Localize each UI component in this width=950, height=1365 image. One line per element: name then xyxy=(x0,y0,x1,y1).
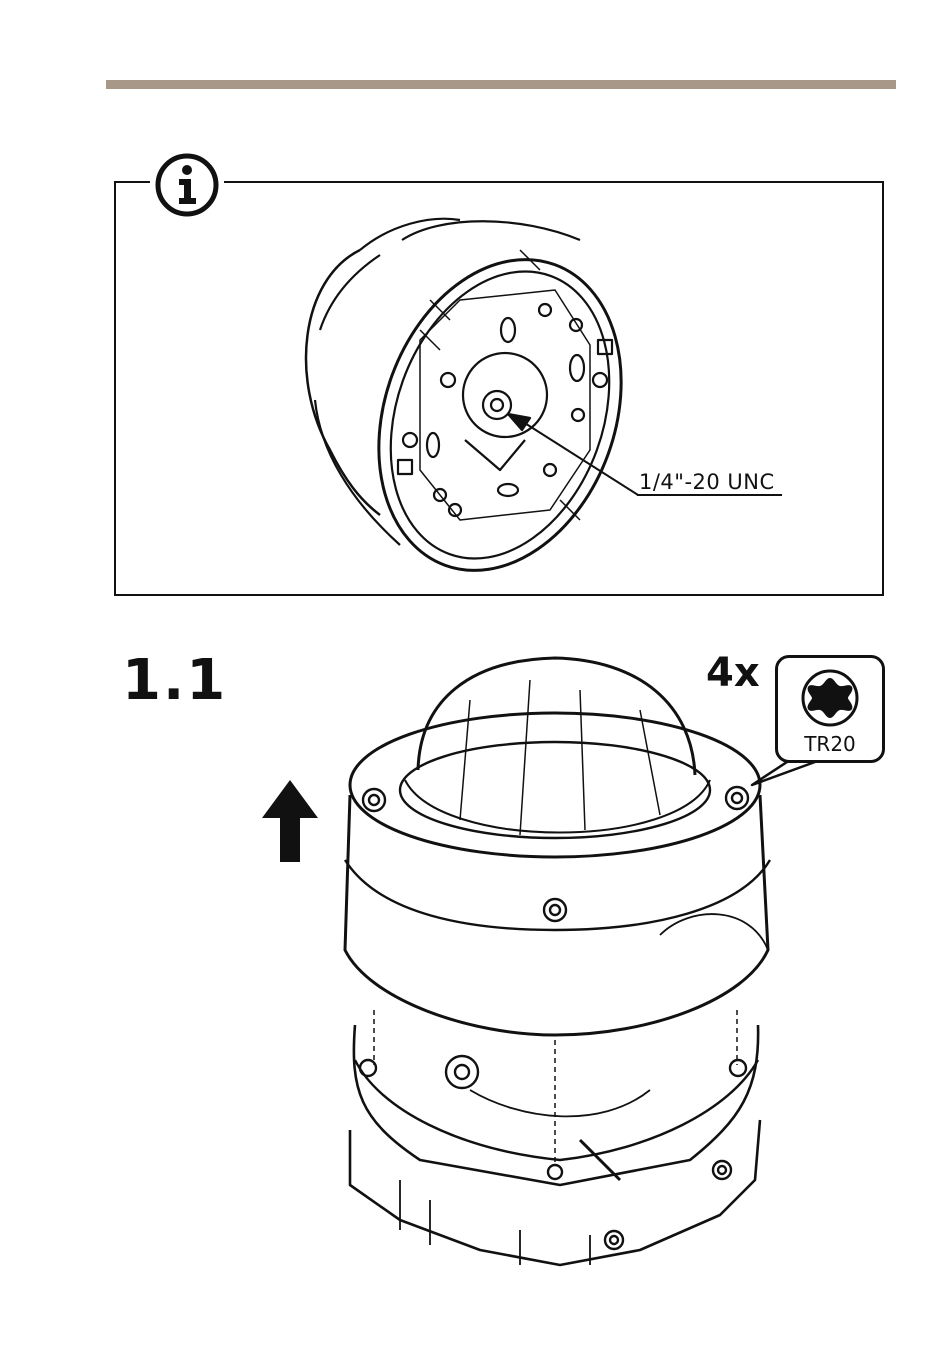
step-number: 1.1 xyxy=(122,648,227,713)
tool-callout-box: TR20 xyxy=(775,655,885,763)
thread-size-callout: 1/4"-20 UNC xyxy=(639,470,775,494)
mount-bracket-illustration xyxy=(306,219,663,605)
callout-underline xyxy=(637,494,782,496)
tool-label: TR20 xyxy=(778,732,882,756)
screw-quantity: 4x xyxy=(706,650,760,696)
torx-icon xyxy=(800,668,860,728)
camera-dome-illustration xyxy=(345,658,770,1265)
tool-callout-pointer xyxy=(752,760,815,785)
arrow-up-icon xyxy=(262,780,318,862)
